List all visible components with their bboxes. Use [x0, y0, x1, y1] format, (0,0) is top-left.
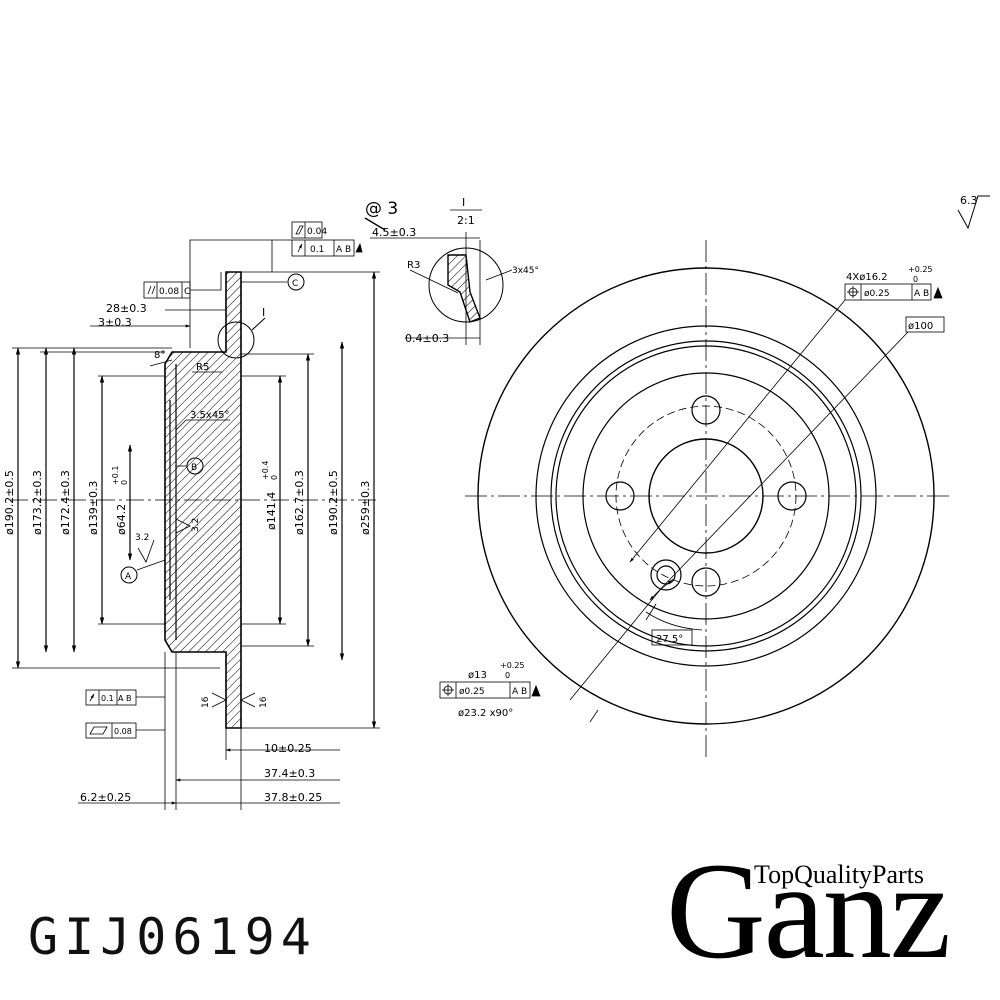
section-texts: ø190.2±0.5 ø173.2±0.3 ø172.4±0.3 ø139±0.…: [3, 279, 372, 804]
front-hole-small: ø13: [468, 670, 487, 681]
fcf-parallel-value: 0.08: [159, 287, 179, 297]
fcf-parallel-ref: C: [184, 287, 190, 297]
front-fcf-frames: [439, 283, 945, 699]
front-holes-main: 4Xø16.2: [846, 272, 888, 283]
fcf-runout-bottom: 0.1: [101, 694, 114, 703]
dim-190-left: ø190.2±0.5: [3, 470, 16, 535]
front-countersink: ø23.2 x90°: [458, 708, 513, 719]
datum-c: C: [292, 279, 298, 289]
dim-141: ø141.4: [265, 492, 278, 530]
dim-37-8: 37.8±0.25: [264, 791, 322, 804]
note-r5: R5: [196, 362, 209, 373]
note-finish-left: 3.2: [135, 533, 149, 543]
front-holes-main-tol: +0.25: [908, 265, 933, 274]
surface-finish-symbol: [957, 195, 990, 230]
dim-28: 28±0.3: [106, 302, 147, 315]
fcf-runout-top: 0.1: [310, 245, 324, 255]
front-angle: 27.5°: [656, 634, 683, 645]
dim-139: ø139±0.3: [87, 481, 100, 535]
fcf-bottom: [85, 689, 137, 739]
detail-dim-4-5: 4.5±0.3: [372, 226, 416, 239]
front-hole-small-pos-ref: A B: [512, 687, 527, 697]
front-hole-small-tol-low: 0: [505, 671, 510, 680]
section-profile: [164, 271, 242, 729]
note-chamfer: 3.5x45°: [190, 410, 230, 421]
fcf-runout-top-ref: A B: [336, 245, 351, 255]
front-holes-main-pos: ø0.25: [864, 289, 890, 299]
detail-view: [364, 209, 513, 345]
detail-label: @ 3: [365, 199, 398, 219]
detail-dim-r3: R3: [407, 260, 420, 271]
front-view: [465, 240, 950, 760]
dim-6-2: 6.2±0.25: [80, 791, 131, 804]
dim-64-tol-low: 0: [120, 480, 129, 485]
surface-finish-value: 6.3: [960, 194, 978, 207]
dim-173: ø173.2±0.3: [31, 470, 44, 535]
dim-3: 3±0.3: [98, 316, 132, 329]
dim-141-tol-low: 0: [270, 475, 279, 480]
note-finish-16-right: 16: [259, 696, 269, 708]
detail-dim-0-4: 0.4±0.3: [405, 332, 449, 345]
fcf-runout-bottom-ref: A B: [118, 694, 132, 703]
dim-162: ø162.7±0.3: [293, 470, 306, 535]
fcf-parallel: [143, 281, 191, 299]
note-finish-16-left: 16: [201, 696, 211, 708]
dim-64: ø64.2: [115, 504, 128, 535]
detail-ref-label: I: [262, 306, 265, 319]
fcf-top: [291, 221, 363, 257]
section-view: I: [10, 239, 380, 810]
front-hole-small-tol: +0.25: [500, 661, 525, 670]
front-pcd: ø100: [908, 321, 933, 332]
front-hole-small-pos: ø0.25: [459, 687, 485, 697]
front-holes-main-tol-low: 0: [913, 275, 918, 284]
fcf-flatness-bottom: 0.08: [114, 727, 132, 736]
dim-172: ø172.4±0.3: [59, 470, 72, 535]
fcf-flatness-top: 0.04: [307, 227, 327, 237]
detail-scale-num: I: [462, 196, 465, 209]
dim-37-4: 37.4±0.3: [264, 767, 315, 780]
brand-tagline: TopQualityParts: [752, 860, 927, 890]
dim-141-tol-up: +0.4: [261, 461, 270, 480]
datum-b: B: [191, 463, 197, 473]
part-number: GIJ06194: [28, 908, 317, 966]
datum-a: A: [125, 572, 132, 582]
dim-190-right: ø190.2±0.5: [327, 470, 340, 535]
note-finish-right: 3.2: [191, 518, 201, 532]
dim-64-tol-up: +0.1: [111, 466, 120, 485]
detail-dim-chamfer: 3x45°: [512, 266, 539, 276]
detail-scale-den: 2:1: [457, 214, 475, 227]
dim-10: 10±0.25: [264, 742, 312, 755]
front-holes-main-pos-ref: A B: [914, 289, 929, 299]
dim-259: ø259±0.3: [359, 481, 372, 535]
note-angle-8: 8°: [154, 350, 165, 361]
